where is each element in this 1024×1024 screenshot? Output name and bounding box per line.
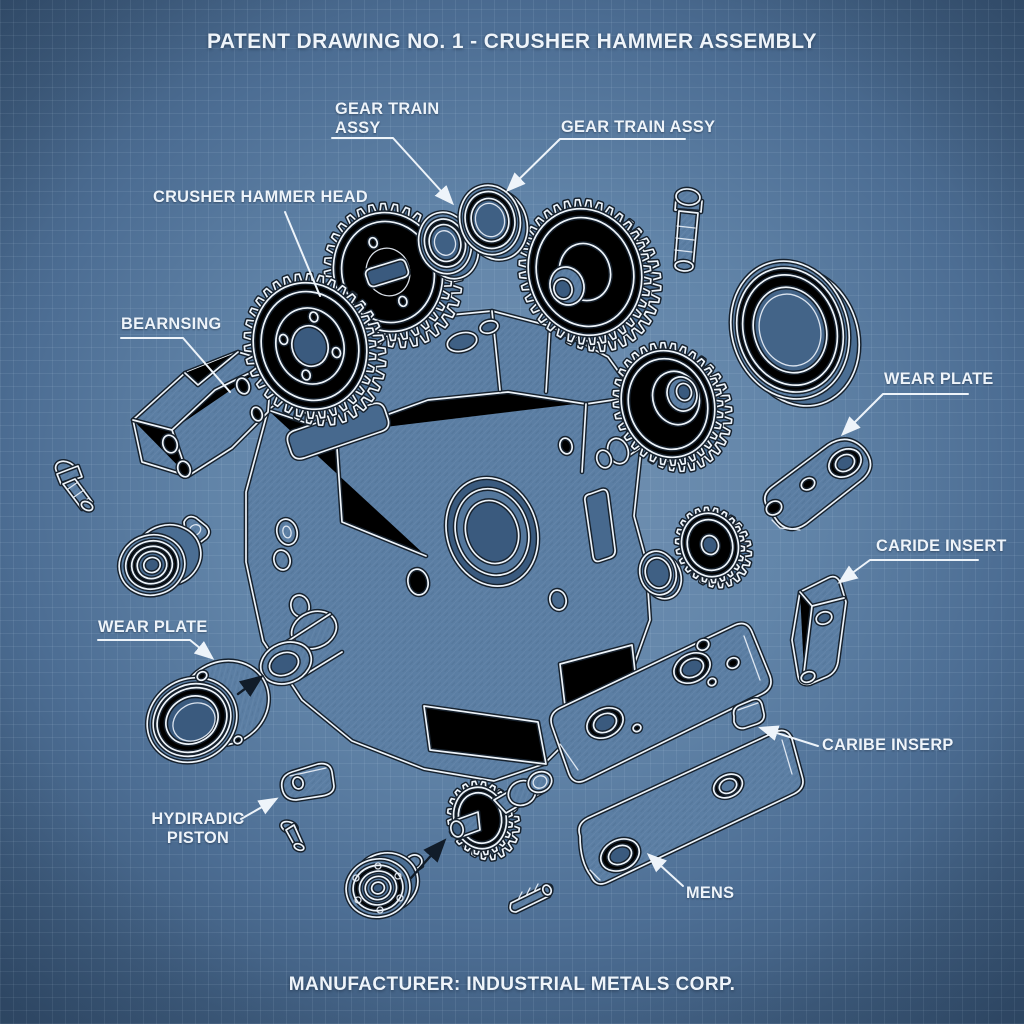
carbide-insert-part	[789, 574, 849, 687]
label-line: WEAR PLATE	[884, 369, 994, 388]
pinion-gear-bottom	[445, 769, 554, 862]
label-leader-lines	[97, 137, 979, 887]
label-wear-plate-right: WEAR PLATE	[884, 369, 994, 388]
label-line: BEARNSING	[121, 314, 222, 333]
label-line: WEAR PLATE	[98, 617, 208, 636]
bearing-ring-b	[457, 183, 530, 262]
drive-gear-right	[611, 340, 734, 474]
assembly-arrow-left	[236, 674, 264, 697]
roller-bearing-with-stud	[116, 514, 212, 598]
label-line: MENS	[686, 883, 735, 902]
spacer-ring-small	[637, 548, 684, 602]
crusher-hammer-head-gear	[242, 271, 388, 428]
label-line: CARIBE INSERP	[822, 735, 954, 754]
small-pin-bolt	[278, 819, 307, 853]
assembly-direction-arrows	[236, 674, 447, 880]
set-screw-bottom	[507, 882, 554, 915]
drawing-title: PATENT DRAWING NO. 1 - CRUSHER HAMMER AS…	[207, 30, 817, 53]
hydraulic-piston-block	[279, 761, 337, 803]
label-line: GEAR TRAIN	[335, 99, 440, 118]
hammer-bar-plate	[576, 728, 806, 887]
label-mens: MENS	[686, 883, 734, 902]
label-line: HYDIRADIC	[151, 809, 245, 828]
gear-train-gear-right	[516, 197, 664, 354]
ball-bearing-bottom	[343, 850, 425, 920]
label-caride-insert: CARIDE INSERT	[876, 536, 1007, 555]
mounting-bolt-left	[53, 458, 95, 513]
mounting-plate-upper	[548, 621, 774, 785]
seal-ring-large	[728, 258, 862, 409]
wear-plate-lever-right	[762, 437, 873, 532]
label-wear-plate-left: WEAR PLATE	[98, 617, 208, 636]
label-line: CRUSHER HAMMER HEAD	[153, 187, 368, 206]
crusher-housing-body	[243, 308, 653, 784]
bearing-block	[130, 349, 275, 480]
label-line: PISTON	[166, 828, 230, 848]
assembly-arrow-bottom	[409, 838, 447, 880]
label-crusher-hammer-head: CRUSHER HAMMER HEAD	[153, 187, 368, 206]
bearing-ring-a	[416, 210, 481, 281]
label-gear-train-assy-right: GEAR TRAIN ASSY	[561, 117, 715, 136]
manufacturer-note: MANUFACTURER: INDUSTRIAL METALS CORP.	[288, 974, 736, 995]
label-line: CARIDE INSERT	[876, 536, 1007, 555]
carbide-insert-small	[731, 696, 767, 731]
label-bearnsing: BEARNSING	[121, 314, 222, 333]
label-line: GEAR TRAIN ASSY	[561, 117, 716, 136]
label-caribe-inserp: CARIBE INSERP	[822, 735, 954, 754]
hex-bolt-top-right	[672, 186, 705, 274]
pinion-gear-right	[673, 505, 754, 590]
label-line: ASSY	[335, 118, 381, 138]
